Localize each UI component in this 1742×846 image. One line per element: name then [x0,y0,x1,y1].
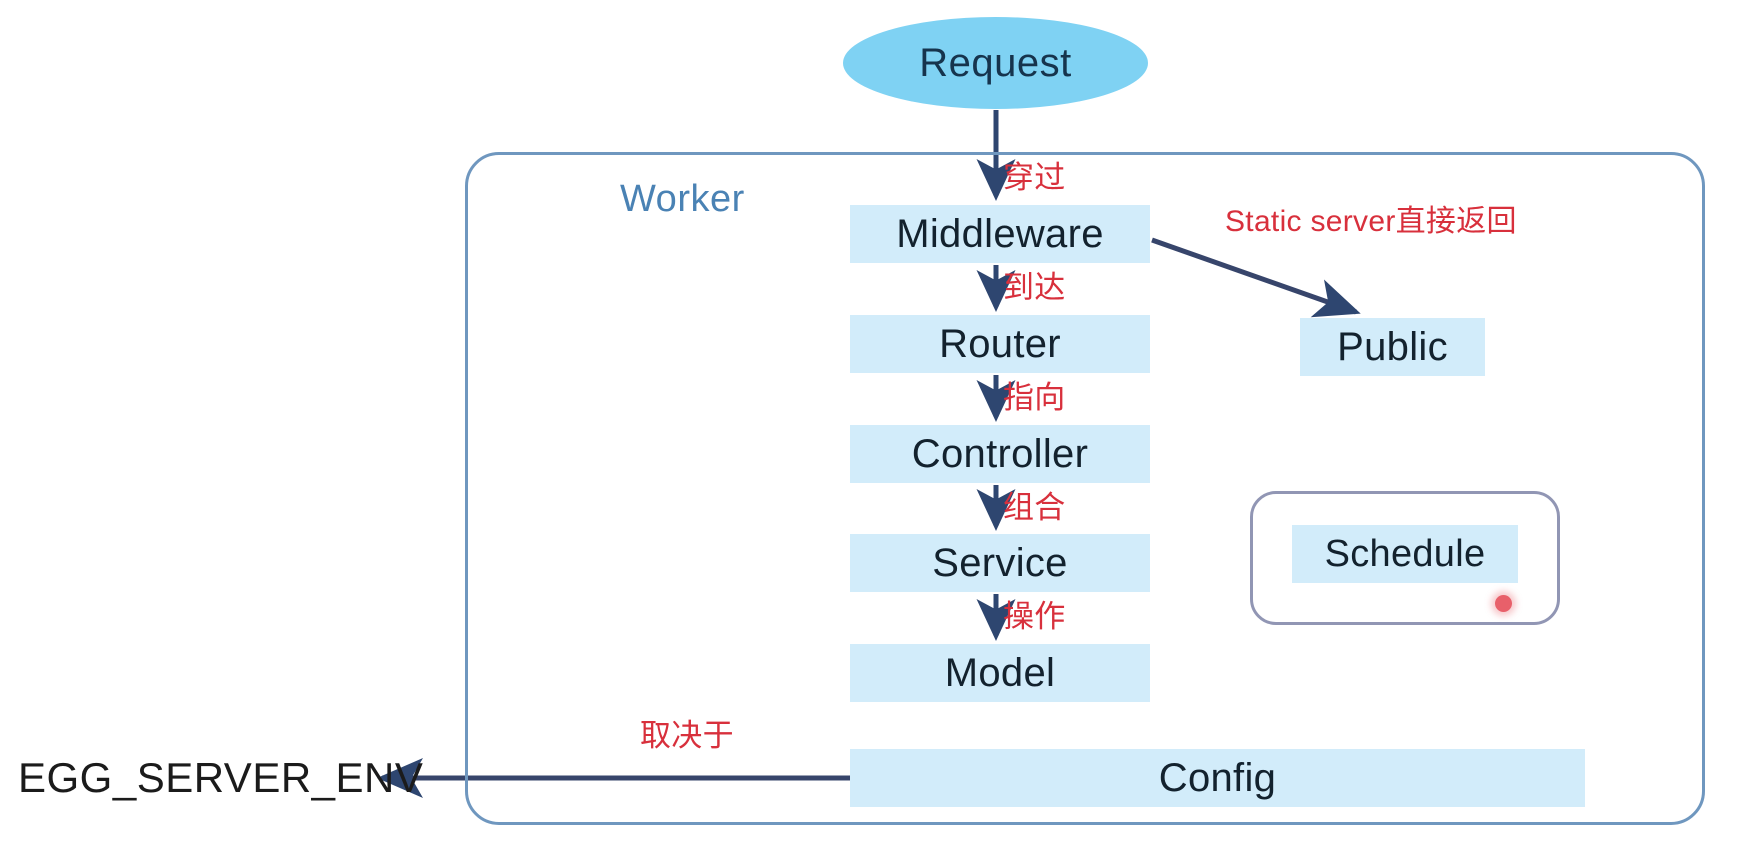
edge-label-zuhe: 组合 [1003,490,1066,525]
edge-label-qujueyu: 取决于 [640,718,734,753]
node-public[interactable]: Public [1300,318,1485,376]
edge-label-daoda: 到达 [1003,270,1066,305]
edge-label-chuanguo: 穿过 [1003,160,1066,195]
node-config[interactable]: Config [850,749,1585,807]
edge-label-caozuo: 操作 [1003,599,1066,634]
label-egg-server-env: EGG_SERVER_ENV [18,754,424,801]
node-service[interactable]: Service [850,534,1150,592]
node-router[interactable]: Router [850,315,1150,373]
worker-label: Worker [620,178,745,220]
worker-container [465,152,1705,825]
node-model[interactable]: Model [850,644,1150,702]
node-middleware[interactable]: Middleware [850,205,1150,263]
schedule-dot-icon [1495,595,1512,612]
edge-label-zhixiang: 指向 [1003,380,1066,415]
node-request[interactable]: Request [843,17,1148,109]
node-controller[interactable]: Controller [850,425,1150,483]
edge-label-static-server: Static server直接返回 [1225,205,1517,238]
node-schedule[interactable]: Schedule [1292,525,1518,583]
